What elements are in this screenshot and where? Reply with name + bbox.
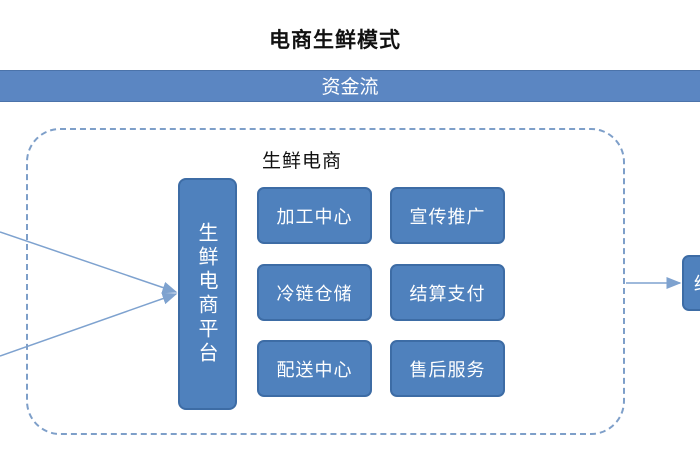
incoming-connector-lower xyxy=(0,292,178,357)
module-processing-center: 加工中心 xyxy=(257,187,372,244)
module-label: 售后服务 xyxy=(409,359,486,381)
diagram-title: 电商生鲜模式 xyxy=(269,28,401,52)
module-promotion: 宣传推广 xyxy=(390,187,505,244)
module-label: 冷链仓储 xyxy=(276,283,353,305)
fresh-ecommerce-group xyxy=(26,128,625,435)
module-settlement-payment: 结算支付 xyxy=(390,264,505,321)
module-cold-chain-storage: 冷链仓储 xyxy=(257,264,372,321)
module-label: 结算支付 xyxy=(409,283,486,305)
capital-flow-label: 资金流 xyxy=(321,76,379,98)
group-label: 生鲜电商 xyxy=(262,150,343,172)
platform-label: 生鲜电商平台 xyxy=(195,222,219,366)
right-node-partial: 结 xyxy=(682,255,700,311)
module-label: 加工中心 xyxy=(276,206,353,228)
right-node-label: 结 xyxy=(694,270,700,296)
module-label: 配送中心 xyxy=(276,359,353,381)
incoming-connector-upper xyxy=(0,231,178,294)
capital-flow-bar: 资金流 xyxy=(0,70,700,102)
module-label: 宣传推广 xyxy=(409,206,486,228)
module-after-sales: 售后服务 xyxy=(390,340,505,397)
platform-node: 生鲜电商平台 xyxy=(178,178,237,410)
module-delivery-center: 配送中心 xyxy=(257,340,372,397)
